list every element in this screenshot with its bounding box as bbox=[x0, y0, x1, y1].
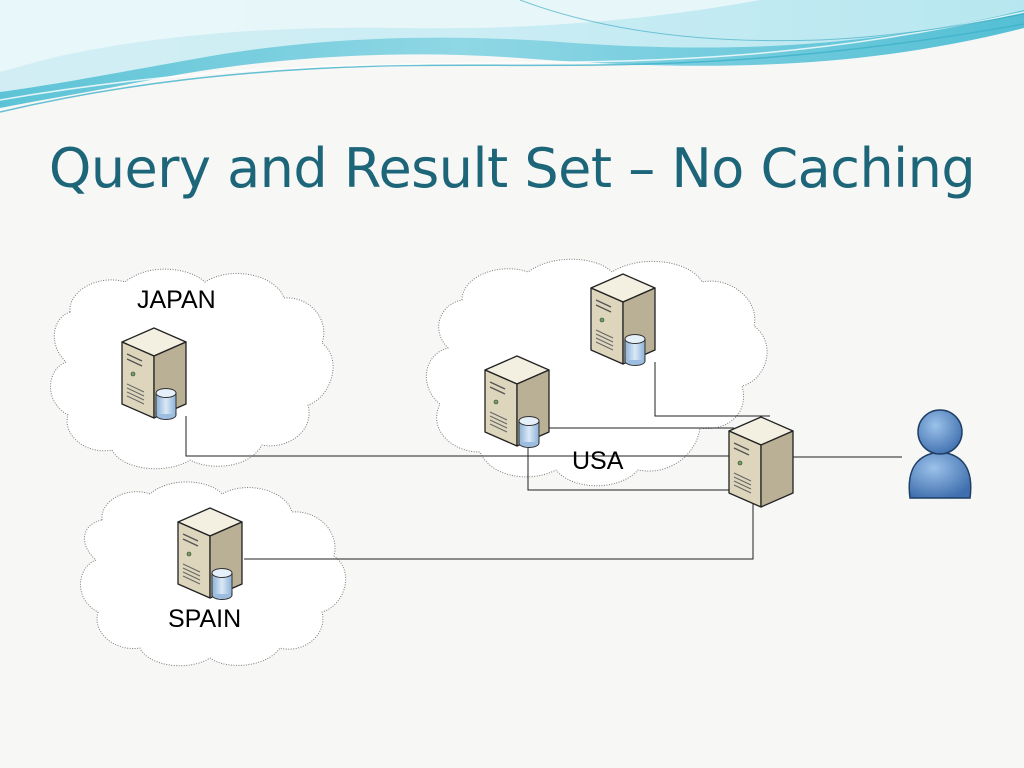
japan-cloud bbox=[50, 268, 334, 470]
connection-lines bbox=[185, 362, 902, 560]
header-banner bbox=[0, 0, 1024, 113]
slide-title: Query and Result Set – No Caching bbox=[48, 137, 976, 200]
region-label-spain: SPAIN bbox=[168, 605, 242, 633]
region-label-usa: USA bbox=[572, 447, 624, 475]
link-usa2-hub-lower bbox=[527, 440, 730, 491]
japan-database-server-icon bbox=[121, 327, 187, 420]
usa-database-server-icon-2 bbox=[484, 355, 550, 448]
link-japan-hub bbox=[185, 416, 730, 457]
usa-database-server-icon-1 bbox=[590, 273, 656, 366]
region-label-japan: JAPAN bbox=[137, 286, 216, 314]
user-icon bbox=[908, 409, 972, 499]
spain-database-server-icon bbox=[177, 507, 243, 600]
link-spain-hub bbox=[244, 504, 754, 560]
hub-server-icon bbox=[728, 416, 794, 508]
link-usa1-hub bbox=[654, 362, 770, 417]
